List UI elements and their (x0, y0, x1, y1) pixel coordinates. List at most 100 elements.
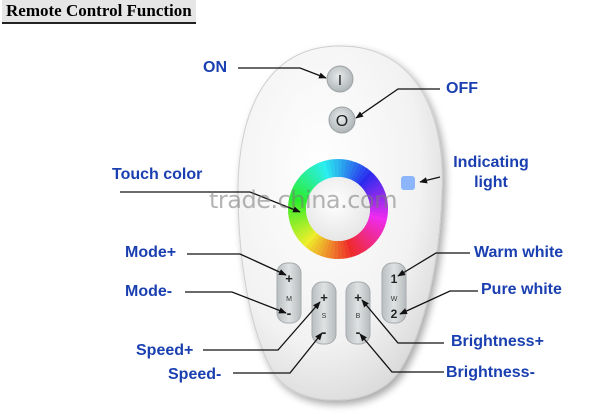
callout-mode-minus (185, 291, 287, 314)
mode-plus-key[interactable]: + (285, 271, 293, 286)
color-wheel-segment[interactable] (367, 187, 386, 199)
callout-brightness-minus (359, 333, 444, 373)
label-brightness-minus: Brightness- (446, 364, 535, 381)
callout-brightness-plus (361, 299, 444, 344)
brightness-minus-key[interactable]: - (356, 324, 361, 340)
color-wheel-segment[interactable] (296, 227, 314, 242)
color-wheel-segment[interactable] (351, 163, 364, 182)
color-wheel-segment[interactable] (366, 219, 385, 231)
label-on: ON (203, 59, 227, 76)
color-wheel-segment[interactable] (368, 196, 388, 204)
color-wheel-segment[interactable] (369, 209, 388, 215)
color-wheel-segment[interactable] (305, 233, 320, 250)
color-wheel-segment[interactable] (356, 233, 371, 251)
color-wheel-segment[interactable] (358, 170, 374, 187)
color-wheel-segment[interactable] (292, 222, 311, 234)
color-wheel-segment[interactable] (353, 235, 367, 253)
color-wheel-segment[interactable] (309, 165, 323, 183)
color-wheel-segment[interactable] (358, 231, 374, 248)
color-wheel-segment[interactable] (362, 176, 380, 191)
color-wheel-segment[interactable] (368, 214, 388, 223)
color-wheel-segment[interactable] (367, 217, 387, 227)
color-wheel-segment[interactable] (369, 204, 388, 210)
white-key-letter: W (391, 296, 398, 303)
color-wheel-segment[interactable] (302, 170, 318, 187)
color-wheel-segment[interactable] (351, 236, 363, 255)
color-wheel-segment[interactable] (343, 159, 352, 179)
color-wheel-segment[interactable] (364, 180, 382, 194)
pure-white-key[interactable]: 2 (391, 307, 398, 321)
color-wheel-segment[interactable] (289, 191, 309, 201)
page-title: Remote Control Function (2, 0, 196, 24)
color-wheel-segment[interactable] (313, 163, 325, 182)
color-wheel-segment[interactable] (368, 191, 387, 202)
color-wheel-segment[interactable] (345, 239, 356, 258)
speed-minus-key[interactable]: - (322, 324, 327, 340)
color-wheel-segment[interactable] (333, 159, 339, 178)
color-wheel-segment[interactable] (369, 211, 388, 219)
brightness-plus-key[interactable]: + (354, 290, 362, 305)
color-wheel-segment[interactable] (354, 165, 368, 184)
color-wheel-segment[interactable] (316, 237, 328, 256)
color-wheel-segment[interactable] (294, 179, 313, 193)
off-button[interactable]: O (328, 106, 356, 134)
speed-keys[interactable]: + S - (311, 281, 337, 345)
callout-pure-white (399, 290, 478, 315)
color-wheel-segment[interactable] (328, 240, 336, 259)
color-wheel-segment[interactable] (343, 239, 351, 259)
color-wheel-segment[interactable] (299, 229, 316, 245)
color-wheel-segment[interactable] (316, 161, 328, 180)
color-wheel-segment[interactable] (308, 234, 322, 253)
color-wheel-segment[interactable] (360, 173, 377, 189)
color-wheel-segment[interactable] (297, 176, 314, 191)
on-button[interactable]: I (326, 65, 354, 93)
color-wheel-segment[interactable] (320, 160, 331, 179)
white-keys[interactable]: 1 W 2 (381, 262, 407, 324)
color-wheel-segment[interactable] (302, 231, 318, 248)
mode-minus-key[interactable]: - (287, 305, 292, 321)
callout-mode-plus (187, 253, 287, 276)
color-wheel-segment[interactable] (348, 162, 360, 181)
color-wheel-segment[interactable] (360, 229, 377, 245)
off-symbol: O (336, 113, 348, 130)
color-wheel-segment[interactable] (356, 168, 371, 185)
color-wheel-segment[interactable] (363, 225, 382, 239)
color-wheel-segment[interactable] (299, 173, 316, 189)
on-symbol: I (338, 72, 342, 89)
callout-lines (120, 67, 478, 374)
color-wheel-segment[interactable] (338, 159, 344, 178)
color-wheel-segment[interactable] (348, 238, 360, 257)
callout-touch-color (120, 191, 301, 213)
label-off: OFF (446, 80, 478, 97)
touch-color-wheel[interactable] (288, 159, 388, 259)
color-wheel-segment[interactable] (288, 199, 307, 207)
callout-speed-minus (233, 332, 323, 374)
label-pure-white: Pure white (481, 281, 562, 298)
color-wheel-segment[interactable] (365, 184, 384, 196)
color-wheel-segment[interactable] (340, 159, 348, 178)
color-wheel-segment[interactable] (346, 160, 356, 180)
color-wheel-segment[interactable] (291, 187, 310, 199)
speed-plus-key[interactable]: + (320, 290, 328, 305)
color-wheel-segment[interactable] (362, 227, 379, 242)
color-wheel-segment[interactable] (292, 183, 311, 196)
color-wheel-segment[interactable] (332, 240, 338, 259)
color-wheel-segment[interactable] (324, 239, 333, 259)
color-wheel-segment[interactable] (294, 224, 312, 238)
watermark: trade.china.com (209, 186, 398, 214)
color-wheel-segment[interactable] (288, 195, 308, 204)
color-wheel-segment[interactable] (290, 219, 309, 231)
color-wheel-segment[interactable] (365, 222, 384, 235)
color-wheel-segment[interactable] (312, 236, 325, 255)
label-brightness-plus: Brightness+ (451, 333, 544, 350)
color-wheel-segment[interactable] (289, 216, 308, 227)
color-wheel-segment[interactable] (325, 159, 333, 179)
label-warm-white: Warm white (474, 244, 564, 261)
color-wheel-segment[interactable] (320, 238, 330, 258)
brightness-keys[interactable]: + B - (345, 281, 371, 345)
color-wheel-segment[interactable] (305, 167, 320, 185)
color-wheel-segment[interactable] (288, 214, 308, 222)
color-wheel-segment[interactable] (337, 240, 343, 259)
warm-white-key[interactable]: 1 (391, 272, 398, 286)
